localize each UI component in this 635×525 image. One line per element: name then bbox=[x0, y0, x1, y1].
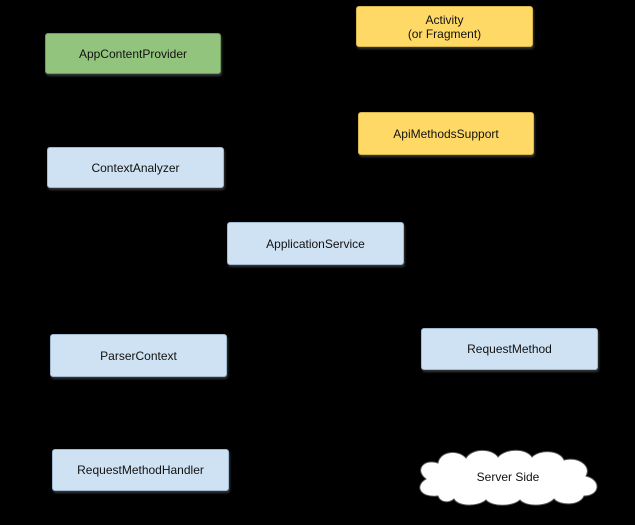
node-activity-label: Activity (or Fragment) bbox=[407, 12, 482, 41]
node-parser-context-label: ParserContext bbox=[100, 348, 177, 363]
node-request-method-handler-label: RequestMethodHandler bbox=[77, 463, 204, 477]
server-side-cloud-icon bbox=[419, 449, 598, 506]
node-application-service-label: ApplicationService bbox=[266, 236, 365, 251]
node-context-analyzer-label: ContextAnalyzer bbox=[91, 160, 180, 175]
node-context-analyzer: ContextAnalyzer bbox=[47, 147, 224, 188]
node-app-content-provider-label: AppContentProvider bbox=[78, 46, 188, 61]
node-activity: Activity (or Fragment) bbox=[356, 6, 533, 47]
node-api-methods-support-label: ApiMethodsSupport bbox=[393, 126, 499, 141]
node-app-content-provider: AppContentProvider bbox=[45, 33, 221, 74]
server-side-label: Server Side bbox=[476, 470, 540, 484]
node-request-method: RequestMethod bbox=[421, 328, 598, 370]
node-request-method-label: RequestMethod bbox=[467, 342, 552, 356]
node-application-service: ApplicationService bbox=[227, 222, 404, 265]
node-request-method-handler: RequestMethodHandler bbox=[52, 449, 229, 491]
node-api-methods-support: ApiMethodsSupport bbox=[358, 112, 534, 155]
node-parser-context: ParserContext bbox=[50, 334, 227, 377]
